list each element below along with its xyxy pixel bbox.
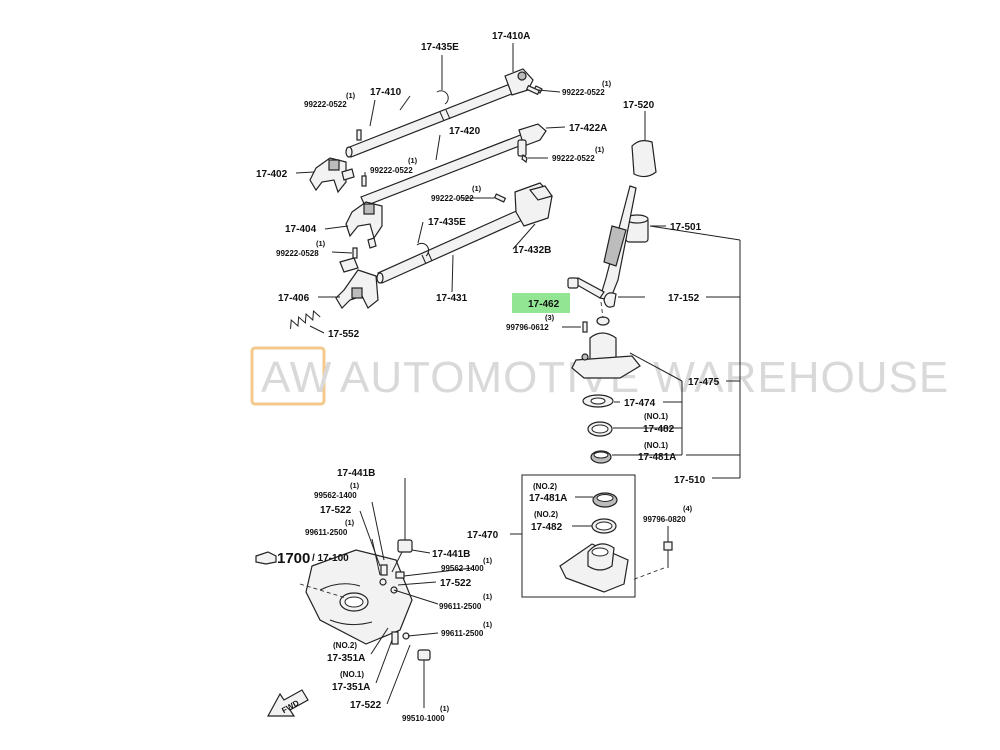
qty-99611-2500-c: (1) bbox=[483, 620, 493, 629]
spring-17-552 bbox=[290, 310, 321, 329]
note-17-481A-no2: (NO.2) bbox=[533, 482, 557, 491]
label-99222-0522-a[interactable]: 99222-0522 bbox=[304, 100, 347, 109]
label-17-410[interactable]: 17-410 bbox=[370, 87, 402, 98]
label-17-522-c[interactable]: 17-522 bbox=[350, 700, 382, 711]
bracket-lines bbox=[612, 225, 741, 479]
label-17-432B[interactable]: 17-432B bbox=[513, 245, 551, 256]
lever-17-462 bbox=[567, 277, 610, 326]
label-17-402[interactable]: 17-402 bbox=[256, 169, 288, 180]
label-17-431[interactable]: 17-431 bbox=[436, 293, 468, 304]
ring-17-482-no1 bbox=[587, 421, 613, 437]
shift-fork-17-406 bbox=[335, 257, 379, 309]
label-17-482-no2[interactable]: 17-482 bbox=[531, 522, 563, 533]
label-17-501[interactable]: 17-501 bbox=[670, 222, 702, 233]
label-17-406[interactable]: 17-406 bbox=[278, 293, 310, 304]
small-bolts bbox=[379, 564, 431, 708]
bushing-17-481A-no1 bbox=[590, 450, 612, 464]
note-17-351A-no1: (NO.1) bbox=[340, 670, 364, 679]
qty-99562-1400-a: (1) bbox=[350, 481, 360, 490]
fwd-arrow-icon bbox=[266, 689, 309, 717]
pointing-hand-icon bbox=[255, 551, 277, 565]
ref-1700[interactable]: 1700 bbox=[277, 550, 310, 567]
label-17-420[interactable]: 17-420 bbox=[449, 126, 481, 137]
label-17-474[interactable]: 17-474 bbox=[624, 398, 656, 409]
shift-rod-17-410 bbox=[345, 68, 543, 158]
label-17-404[interactable]: 17-404 bbox=[285, 224, 317, 235]
label-17-482-no1[interactable]: 17-482 bbox=[643, 424, 675, 435]
shift-fork-17-402 bbox=[309, 157, 355, 194]
shift-lever-17-152 bbox=[599, 185, 637, 308]
label-17-552[interactable]: 17-552 bbox=[328, 329, 360, 340]
qty-99510-1000: (1) bbox=[440, 704, 450, 713]
label-99562-1400-b[interactable]: 99562-1400 bbox=[441, 564, 484, 573]
highlight-17-462 bbox=[512, 293, 570, 313]
label-99222-0522-d[interactable]: 99222-0522 bbox=[370, 166, 413, 175]
label-99510-1000[interactable]: 99510-1000 bbox=[402, 714, 445, 723]
label-17-522-b[interactable]: 17-522 bbox=[440, 578, 472, 589]
label-17-351A-no2[interactable]: 17-351A bbox=[327, 653, 365, 664]
label-99222-0522-b[interactable]: 99222-0522 bbox=[562, 88, 605, 97]
box-17-470 bbox=[510, 474, 636, 598]
retainer-17-475 bbox=[571, 321, 641, 379]
transmission-case bbox=[299, 549, 413, 645]
shift-rod-17-431 bbox=[376, 182, 553, 284]
label-99796-0820[interactable]: 99796-0820 bbox=[643, 515, 686, 524]
watermark-logo: AW bbox=[261, 353, 332, 402]
label-17-481A-no2[interactable]: 17-481A bbox=[529, 493, 567, 504]
label-17-152[interactable]: 17-152 bbox=[668, 293, 700, 304]
qty-99222-0522-b: (1) bbox=[602, 79, 612, 88]
label-17-470[interactable]: 17-470 bbox=[467, 530, 499, 541]
label-99222-0522-c[interactable]: 99222-0522 bbox=[552, 154, 595, 163]
label-17-422A[interactable]: 17-422A bbox=[569, 123, 607, 134]
watermark: AW AUTOMOTIVE WAREHOUSE bbox=[250, 346, 949, 406]
qty-99222-0522-d: (1) bbox=[408, 156, 418, 165]
label-17-441B-bottom[interactable]: 17-441B bbox=[432, 549, 470, 560]
label-99611-2500-c[interactable]: 99611-2500 bbox=[441, 629, 484, 638]
label-99611-2500-a[interactable]: 99611-2500 bbox=[305, 528, 348, 537]
watermark-text: AUTOMOTIVE WAREHOUSE bbox=[340, 353, 949, 402]
shift-fork-17-404 bbox=[345, 201, 383, 249]
label-99222-0528[interactable]: 99222-0528 bbox=[276, 249, 319, 258]
qty-99222-0528: (1) bbox=[316, 239, 326, 248]
label-17-522-a[interactable]: 17-522 bbox=[320, 505, 352, 516]
note-17-482-no1: (NO.1) bbox=[644, 412, 668, 421]
leader-lines-bottom bbox=[359, 478, 473, 705]
roll-pins bbox=[352, 84, 541, 259]
label-17-351A-no1[interactable]: 17-351A bbox=[332, 682, 370, 693]
label-99222-0522-e[interactable]: 99222-0522 bbox=[431, 194, 474, 203]
label-17-520[interactable]: 17-520 bbox=[623, 100, 655, 111]
note-17-351A-no2: (NO.2) bbox=[333, 641, 357, 650]
gasket-17-474 bbox=[582, 394, 614, 408]
label-99562-1400-a[interactable]: 99562-1400 bbox=[314, 491, 357, 500]
part-labels: 17-435E 17-410A 17-410 (1) 99222-0522 (1… bbox=[256, 31, 720, 723]
note-17-481A-no1: (NO.1) bbox=[644, 441, 668, 450]
label-17-435E-top[interactable]: 17-435E bbox=[421, 42, 459, 53]
label-17-475[interactable]: 17-475 bbox=[688, 377, 720, 388]
label-17-441B-top[interactable]: 17-441B bbox=[337, 468, 375, 479]
label-17-435E-mid[interactable]: 17-435E bbox=[428, 217, 466, 228]
qty-99796-0820: (4) bbox=[683, 504, 693, 513]
label-17-462[interactable]: 17-462 bbox=[528, 299, 560, 310]
label-17-481A-no1[interactable]: 17-481A bbox=[638, 452, 676, 463]
watermark-logo-box bbox=[250, 346, 326, 406]
qty-99611-2500-a: (1) bbox=[345, 518, 355, 527]
qty-99222-0522-c: (1) bbox=[595, 145, 605, 154]
note-17-482-no2: (NO.2) bbox=[534, 510, 558, 519]
qty-99562-1400-b: (1) bbox=[483, 556, 493, 565]
shift-knob-17-520 bbox=[631, 140, 657, 178]
label-99611-2500-b[interactable]: 99611-2500 bbox=[439, 602, 482, 611]
qty-99796-0612: (3) bbox=[545, 313, 555, 322]
qty-99222-0522-e: (1) bbox=[472, 184, 482, 193]
label-17-510[interactable]: 17-510 bbox=[674, 475, 706, 486]
qty-99611-2500-b: (1) bbox=[483, 592, 493, 601]
leader-lines-top bbox=[295, 43, 666, 334]
label-17-410A[interactable]: 17-410A bbox=[492, 31, 530, 42]
ref-17-100[interactable]: / 17-100 bbox=[312, 553, 349, 564]
qty-99222-0522-a: (1) bbox=[346, 91, 356, 100]
bolt-99796-0820 bbox=[631, 526, 673, 581]
label-99796-0612[interactable]: 99796-0612 bbox=[506, 323, 549, 332]
